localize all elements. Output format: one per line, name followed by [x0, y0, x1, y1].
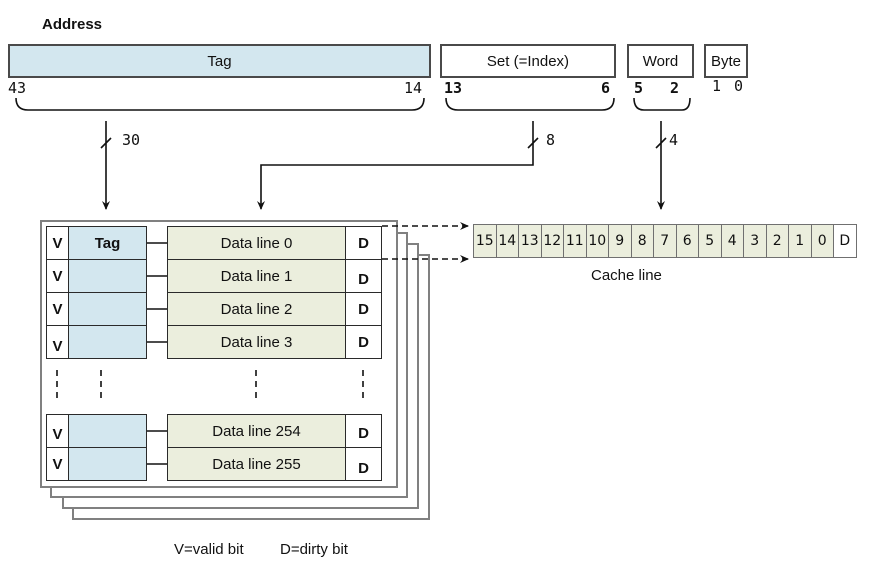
set-brace: [445, 97, 615, 111]
tag-cell: [68, 447, 147, 481]
tag-brace: [15, 97, 425, 111]
tag-header-cell: Tag: [68, 226, 147, 260]
address-tag-field: Tag: [8, 44, 431, 78]
cache-line-word-cell: 13: [518, 224, 542, 258]
tag-cell: [68, 414, 147, 448]
set-bus-width: 8: [546, 131, 556, 149]
tag-low-bit: 14: [404, 79, 423, 97]
word-high-bit: 5: [634, 79, 644, 97]
tag-bus-width: 30: [122, 131, 141, 149]
dirty-bit-cell: D: [345, 447, 382, 481]
cache-line-word-cell: 6: [675, 224, 699, 258]
byte-field-label: Byte: [710, 52, 741, 70]
cache-line-word-cell: 9: [608, 224, 632, 258]
address-set-field: Set (=Index): [440, 44, 616, 78]
word-low-bit: 2: [670, 79, 680, 97]
tag-high-bit: 43: [8, 79, 27, 97]
dirty-bit-cell: D: [345, 325, 382, 359]
valid-bit-cell: V: [46, 447, 69, 481]
word-brace: [633, 97, 691, 111]
set-high-bit: 13: [444, 79, 463, 97]
cache-line-label: Cache line: [591, 267, 662, 284]
tag-data-connectors: [147, 242, 167, 465]
address-title: Address: [42, 16, 103, 33]
address-word-field: Word: [627, 44, 694, 78]
tag-bus-slash: [100, 137, 112, 149]
set-arrow: [257, 121, 534, 210]
word-field-label: Word: [642, 52, 679, 70]
set-bus-slash: [527, 137, 539, 149]
tag-cell: [68, 325, 147, 359]
cache-line-word-cell: 10: [585, 224, 609, 258]
byte-low-bit: 0: [734, 77, 744, 95]
cache-line-word-cell: 11: [563, 224, 587, 258]
data-line-cell: Data line 2: [167, 292, 346, 326]
data-line-cell: Data line 0: [167, 226, 346, 260]
dirty-bit-cell: D: [345, 292, 382, 326]
data-line-cell: Data line 3: [167, 325, 346, 359]
word-bus-width: 4: [669, 131, 679, 149]
set-low-bit: 6: [601, 79, 611, 97]
set-field-label: Set (=Index): [486, 52, 570, 70]
byte-high-bit: 1: [712, 77, 722, 95]
legend-dirty-bit: D=dirty bit: [280, 541, 348, 558]
word-bus-slash: [655, 137, 667, 149]
cache-line-word-cell: 3: [743, 224, 767, 258]
dirty-bit-cell: D: [345, 414, 382, 448]
cache-line-dirty-cell: D: [833, 224, 857, 258]
legend-valid-bit: V=valid bit: [174, 541, 244, 558]
cache-line-word-cell: 15: [473, 224, 497, 258]
ellipsis-dashes: [56, 370, 364, 403]
address-byte-field: Byte: [704, 44, 748, 78]
data-line-cell: Data line 255: [167, 447, 346, 481]
tag-field-label: Tag: [207, 52, 232, 70]
dirty-bit-cell: D: [345, 259, 382, 293]
